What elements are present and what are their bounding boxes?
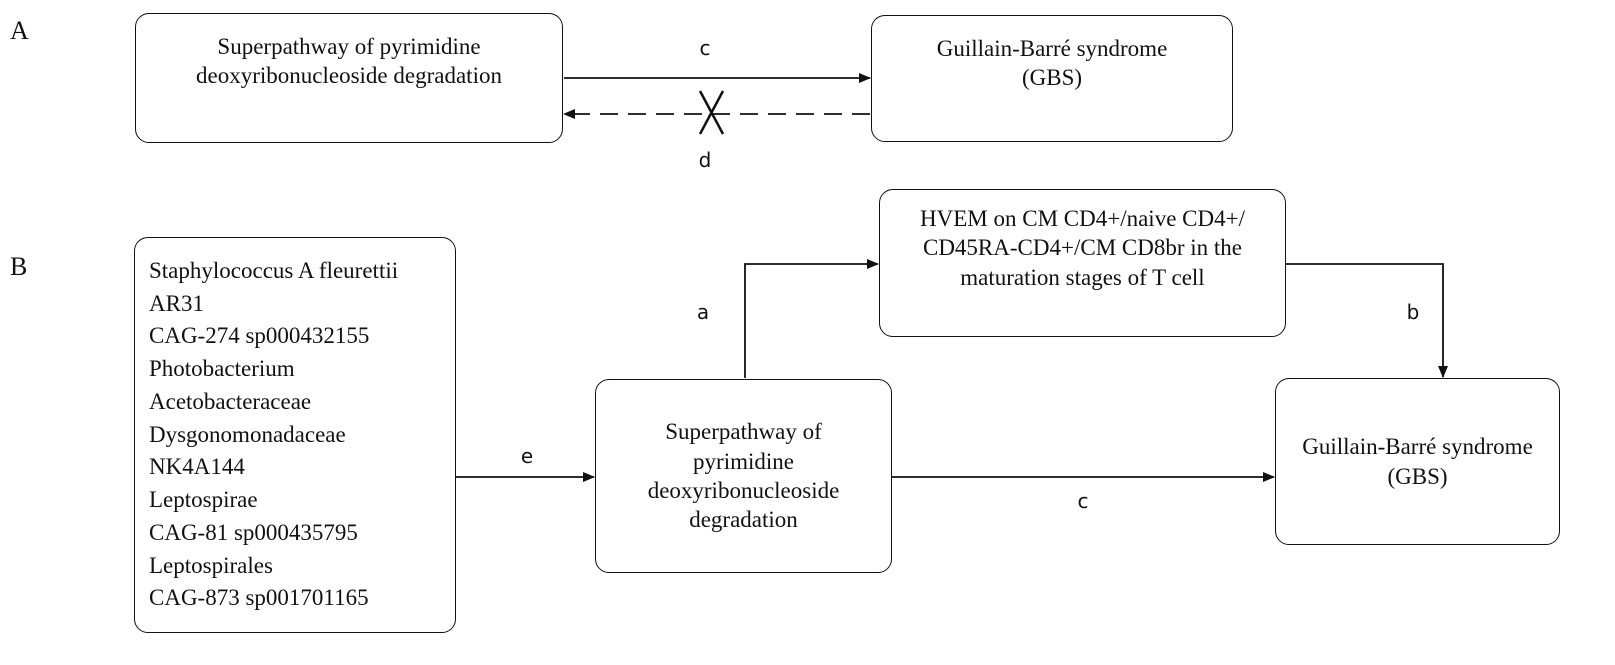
taxon-item: Dysgonomonadaceae [149,421,346,447]
box-text-line: Superpathway of pyrimidine [217,34,481,59]
box-text-line: Guillain-Barré syndrome [936,36,1168,61]
panel-b-hvem-box: HVEM on CM CD4+/naive CD4+/ CD45RA-CD4+/… [879,189,1286,337]
box-text-line: deoxyribonucleoside degradation [196,63,502,89]
taxon-item: Staphylococcus A fleurettii [149,257,399,283]
panel-b-label: B [10,252,28,281]
panel-a-pathway-box: Superpathway of pyrimidine deoxyribonucl… [135,13,563,143]
box-text-line: pyrimidine [693,448,794,474]
taxon-item: Acetobacteraceae [149,388,312,414]
taxon-item: NK4A144 [149,454,245,480]
box-text-line: Guillain-Barré syndrome [1302,434,1533,460]
taxon-item: AR31 [149,290,204,316]
box-text-line: (GBS) [1387,463,1448,489]
panel-b-taxa-box: Staphylococcus A fleurettii AR31 CAG-274… [134,237,456,633]
edge-label-c: c [699,36,711,60]
edge-b-b [1286,263,1448,378]
taxon-item: Leptospirae [149,487,258,513]
panel-b-pathway-box: Superpathway of pyrimidine deoxyribonucl… [595,379,892,573]
box-text-line: (GBS) [1021,65,1083,91]
cross-mark-icon [698,90,725,135]
box-text-line: CD45RA-CD4+/CM CD8br in the [922,235,1242,261]
edge-label-b: b [1406,300,1420,324]
taxon-item: CAG-81 sp000435795 [149,519,358,545]
edge-label-c-lower: c [1077,489,1089,513]
panel-b-gbs-box: Guillain-Barré syndrome (GBS) [1275,378,1560,545]
taxon-item: CAG-274 sp000432155 [149,323,370,349]
box-text-line: degradation [689,507,798,533]
box-text-line: HVEM on CM CD4+/naive CD4+/ [920,206,1245,231]
taxon-item: CAG-873 sp001701165 [149,585,369,611]
panel-a-label: A [10,16,29,45]
box-text-line: maturation stages of T cell [960,264,1205,290]
edge-b-a [744,259,879,378]
panel-a-gbs-box: Guillain-Barré syndrome (GBS) [871,15,1233,142]
box-text-line: Superpathway of [665,419,822,445]
edge-label-a: a [696,300,710,324]
taxon-item: Photobacterium [149,356,295,382]
edge-label-e: e [520,444,534,468]
taxon-item: Leptospirales [149,552,273,578]
edge-label-d: d [698,148,712,172]
box-text-line: deoxyribonucleoside [647,478,840,503]
